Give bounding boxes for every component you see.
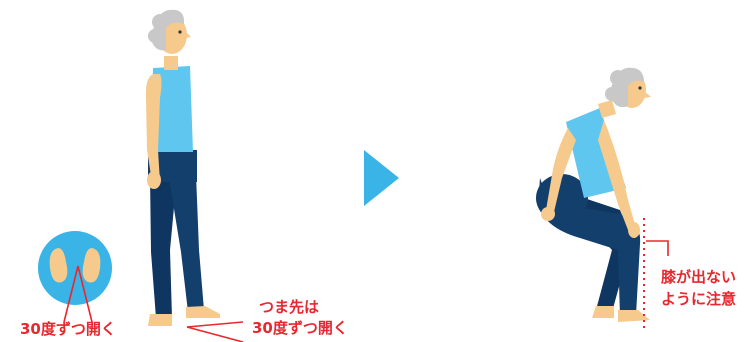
- triangle-arrow-right-icon: [364, 150, 399, 206]
- squatting-woman-figure: [536, 67, 651, 322]
- toe-label-line1: つま先は: [259, 298, 320, 316]
- knee-warning-line1: 膝が出ない: [661, 268, 737, 286]
- standing-woman-figure: [145, 9, 220, 326]
- knee-warning-line2: ように注意: [661, 290, 737, 308]
- knee-guide: [643, 218, 669, 328]
- toe-angle-lines: [186, 321, 244, 342]
- feet-angle-label: 30度ずつ開く: [20, 320, 116, 338]
- toe-label-line2: 30度ずつ開く: [252, 319, 348, 337]
- feet-top-view-icon: [38, 231, 112, 323]
